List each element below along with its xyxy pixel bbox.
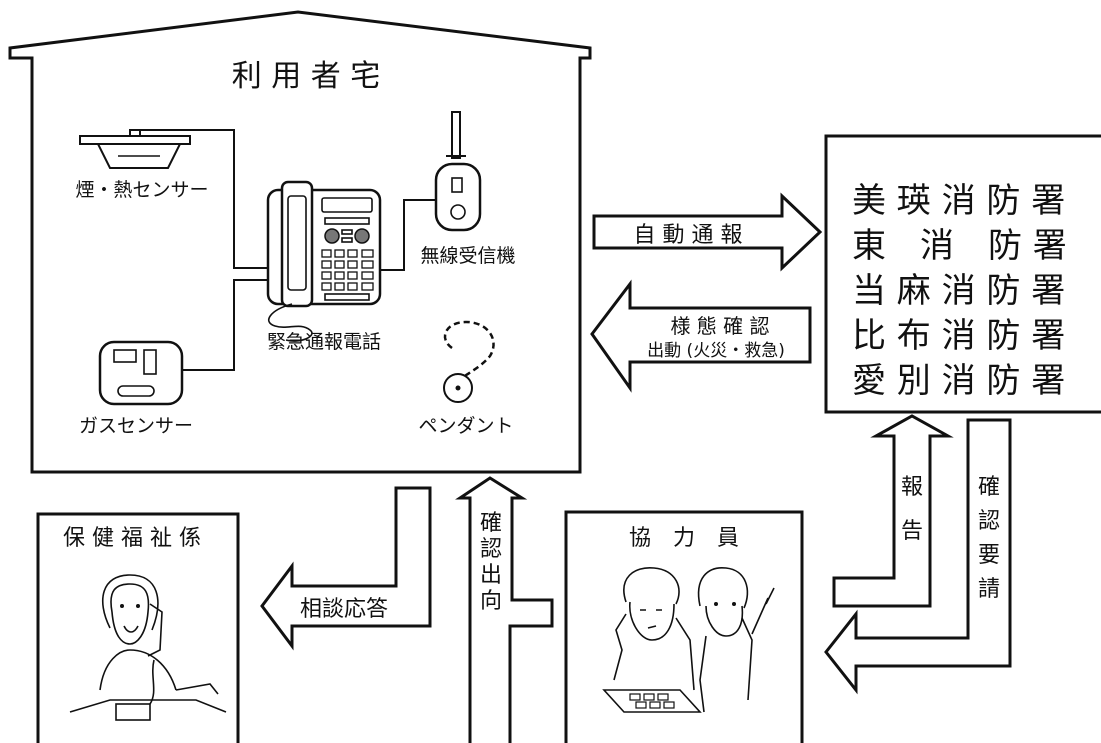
- pendant-icon: [443, 320, 495, 403]
- welfare-title: 保 健 福 祉 係: [63, 526, 201, 551]
- confirm-request-char-3: 要: [978, 543, 1000, 568]
- fire-station-5: 愛 別 消 防 署: [852, 361, 1065, 401]
- volunteers-illustration: [602, 567, 775, 713]
- volunteer-section-box: 協 力 員: [564, 510, 804, 743]
- fire-station-3: 当 麻 消 防 署: [852, 271, 1065, 311]
- fire-station-2: 東 消 防 署: [852, 226, 1067, 266]
- emergency-phone-icon: [266, 180, 382, 342]
- confirm-visit-char-4: 向: [480, 589, 502, 614]
- house-title: 利 用 者 宅: [232, 59, 381, 94]
- welfare-frame: [36, 512, 240, 743]
- fire-stations-frame: [824, 134, 1101, 414]
- phone-operator-illustration: [69, 574, 227, 721]
- status-check-label: 様 態 確 認: [670, 314, 769, 338]
- volunteer-frame: [564, 510, 804, 743]
- confirm-request-arrow: 確 認 要 請: [824, 418, 1012, 695]
- confirm-request-char-4: 請: [978, 577, 1000, 602]
- welfare-section-box: 保 健 福 祉 係: [36, 512, 240, 743]
- report-arrow: 報 告: [832, 414, 954, 608]
- sensor-wire: [140, 129, 268, 269]
- auto-report-label: 自 動 通 報: [634, 223, 743, 248]
- gas-sensor-icon: [98, 340, 184, 406]
- user-house: 利 用 者 宅 煙・熱センサー: [8, 10, 592, 474]
- emergency-phone-label: 緊急通報電話: [267, 331, 381, 353]
- volunteer-title: 協 力 員: [629, 526, 739, 551]
- confirm-visit-char-2: 認: [480, 537, 502, 562]
- dispatch-label: 出動 (火災・救急): [647, 341, 785, 361]
- confirm-visit-char-3: 出: [480, 563, 502, 588]
- smoke-heat-sensor-icon: [79, 129, 191, 169]
- consult-arrow: 相談応答: [260, 486, 432, 651]
- auto-report-arrow: 自 動 通 報: [592, 192, 823, 272]
- receiver-wire: [380, 199, 436, 271]
- pendant-label: ペンダント: [418, 415, 513, 437]
- fire-station-1: 美 瑛 消 防 署: [852, 181, 1065, 221]
- report-char-2: 告: [901, 519, 923, 544]
- consult-label: 相談応答: [300, 597, 388, 622]
- fire-station-4: 比 布 消 防 署: [852, 316, 1065, 356]
- confirm-visit-arrow: 確 認 出 向: [455, 476, 554, 743]
- gas-wire: [183, 279, 268, 371]
- gas-sensor-label: ガスセンサー: [79, 415, 193, 437]
- smoke-heat-sensor-label: 煙・熱センサー: [75, 179, 208, 201]
- confirm-visit-char-1: 確: [480, 511, 502, 536]
- confirm-request-char-1: 確: [978, 475, 1000, 500]
- wireless-receiver-label: 無線受信機: [420, 245, 515, 267]
- report-char-1: 報: [901, 475, 923, 500]
- status-check-dispatch-arrow: 様 態 確 認 出動 (火災・救急): [590, 279, 812, 393]
- wireless-receiver-icon: [434, 111, 482, 232]
- confirm-request-char-2: 認: [978, 509, 1000, 534]
- fire-stations-box: 美 瑛 消 防 署 東 消 防 署 当 麻 消 防 署 比 布 消 防 署 愛 …: [824, 134, 1101, 414]
